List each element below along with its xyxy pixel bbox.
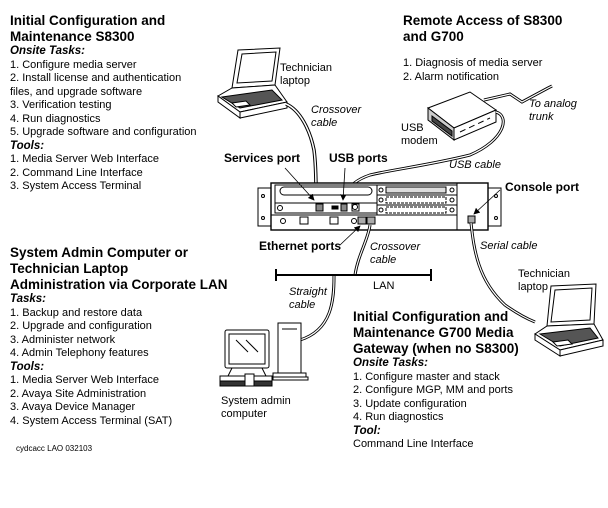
technician-laptop-right-icon [534,283,604,357]
label-line: Technician [280,62,332,74]
label-line: laptop [280,75,310,87]
system-admin-computer-icon [219,322,309,387]
system-admin-label: System admin computer [221,395,291,421]
lan-admin-tool: 2. Avaya Site Administration [10,387,147,400]
label-line: USB [401,122,424,134]
remote-access-block: Remote Access of S8300 and G700 1. Diagn… [403,13,562,84]
usb-ports-label: USB ports [329,151,388,165]
lan-admin-tool: 1. Media Server Web Interface [10,374,159,386]
usb-cable-label: USB cable [449,159,501,171]
label-line: cable [370,254,397,266]
s8300-task: 5. Upgrade software and configuration [10,126,197,138]
s8300-tool: 3. System Access Terminal [10,180,142,192]
g700-tool: Command Line Interface [353,438,474,450]
s8300-tool: 1. Media Server Web Interface [10,153,159,165]
usb-modem-label: USB modem [401,122,438,148]
s8300-tasks-heading: Onsite Tasks: [10,45,85,57]
to-analog-trunk-label: To analog trunk [529,98,577,124]
g700-chassis [257,182,502,231]
serial-cable-label: Serial cable [480,240,538,252]
lan-admin-block: System Admin Computer or Technician Lapt… [10,245,228,428]
label-line: cable [289,299,316,311]
services-port-label: Services port [224,151,301,165]
crossover-cable-mid-label: Crossover cable [370,241,420,267]
s8300-config-block: Initial Configuration and Maintenance S8… [10,13,197,194]
lan-admin-task: 1. Backup and restore data [10,306,143,319]
label-line: System admin [221,395,291,407]
technician-laptop-right-label: Technician laptop [518,268,570,294]
lan-admin-task: 3. Administer network [10,333,116,346]
g700-task: 3. Update configuration [353,397,467,410]
remote-item: 2. Alarm notification [403,70,499,83]
g700-title-line2: Maintenance G700 Media [353,325,514,340]
s8300-tool: 2. Command Line Interface [10,166,143,179]
g700-task: 4. Run diagnostics [353,411,444,423]
s8300-title-line1: Initial Configuration and [10,13,166,28]
g700-title-line1: Initial Configuration and [353,309,509,324]
g700-tasks-heading: Onsite Tasks: [353,357,428,369]
lan-admin-tool: 4. System Access Terminal (SAT) [10,414,173,427]
console-port-label: Console port [505,180,579,194]
label-line: Straight [289,286,327,298]
lan-bus [275,269,432,281]
label-line: trunk [529,111,554,123]
label-line: To analog [529,98,577,110]
s8300-task: 4. Run diagnostics [10,112,101,125]
g700-task: 1. Configure master and stack [353,370,500,383]
g700-task: 2. Configure MGP, MM and ports [353,384,513,396]
s8300-tools-heading: Tools: [10,139,45,152]
lan-admin-tool: 3. Avaya Device Manager [10,401,136,413]
s8300-task: files, and upgrade software [10,85,143,98]
label-line: computer [221,408,267,420]
g700-config-block: Initial Configuration and Maintenance G7… [353,309,519,452]
remote-title-line2: and G700 [403,29,464,44]
technician-laptop-top-icon [217,47,288,119]
remote-title-line1: Remote Access of S8300 [403,13,563,28]
label-line: Technician [518,268,570,280]
s8300-task: 2. Install license and authentication [10,72,182,84]
label-line: laptop [518,281,548,293]
lan-admin-task: 2. Upgrade and configuration [10,320,152,332]
remote-item: 1. Diagnosis of media server [403,57,543,69]
label-line: cable [311,117,338,129]
ethernet-ports-label: Ethernet ports [259,239,342,253]
lan-label: LAN [373,280,395,292]
s8300-title-line2: Maintenance S8300 [10,29,135,44]
usb-modem-icon [426,91,498,142]
label-line: modem [401,135,438,147]
g700-tool-heading: Tool: [353,424,381,437]
lan-admin-task: 4. Admin Telephony features [10,347,149,359]
lan-admin-title-line1: System Admin Computer or [10,245,189,260]
technician-laptop-top-label: Technician laptop [280,62,332,88]
crossover-cable-top-label: Crossover cable [311,104,361,130]
lan-admin-title-line3: Administration via Corporate LAN [10,277,228,292]
label-line: Crossover [370,241,421,253]
s8300-task: 3. Verification testing [10,99,112,111]
g700-title-line3: Gateway (when no S8300) [353,341,519,356]
lan-admin-tasks-heading: Tasks: [10,293,47,305]
lan-admin-tools-heading: Tools: [10,360,45,373]
figure-id: cydcacc LAO 032103 [16,444,93,453]
s8300-task: 1. Configure media server [10,58,137,71]
straight-cable-label: Straight cable [289,286,327,312]
label-line: Crossover [311,104,362,116]
lan-admin-title-line2: Technician Laptop [10,261,129,276]
